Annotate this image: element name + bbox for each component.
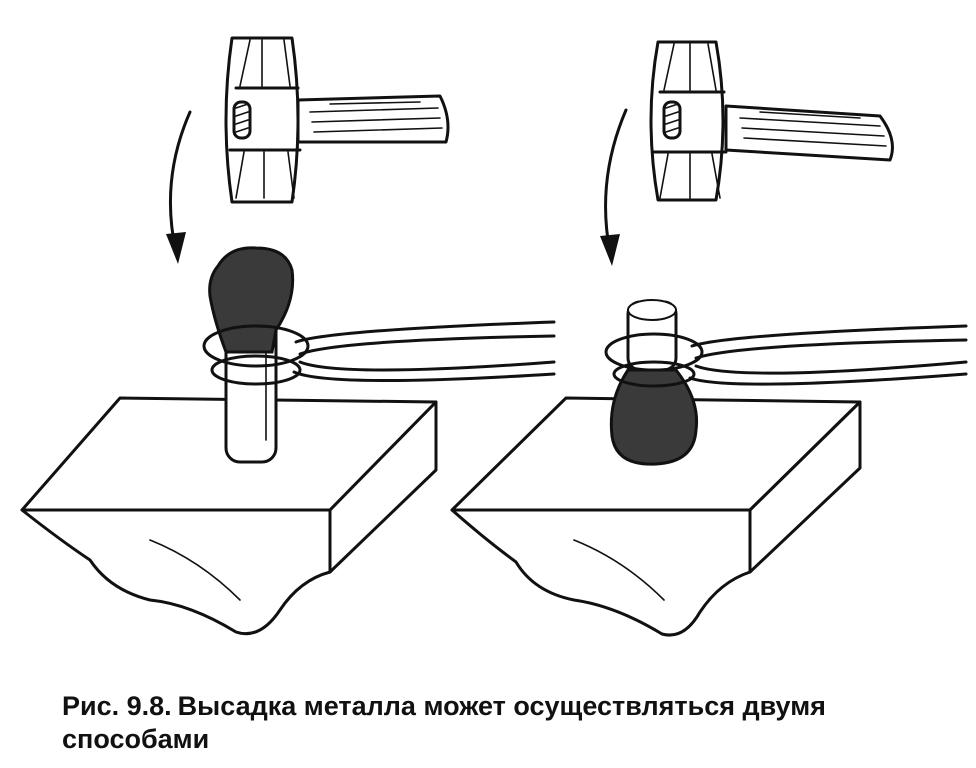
right-heated-bulge — [609, 368, 699, 466]
figure-caption: Рис. 9.8.Высадка металла может осуществл… — [62, 690, 942, 756]
left-tongs — [202, 320, 556, 386]
left-scene — [20, 36, 556, 636]
right-scene — [450, 40, 968, 637]
right-hammer-handle — [724, 104, 894, 162]
caption-text: Высадка металла может осуществляться дву… — [62, 691, 826, 754]
left-heated-end — [208, 246, 295, 354]
upsetting-illustration — [20, 36, 968, 637]
figure-number: Рис. 9.8. — [62, 691, 172, 721]
right-hammer-head — [649, 40, 728, 202]
right-motion-arrow — [600, 108, 628, 266]
left-hammer-handle — [296, 94, 450, 144]
left-hammer-head — [224, 36, 302, 204]
right-tongs — [604, 324, 968, 388]
left-motion-arrow — [166, 110, 192, 264]
